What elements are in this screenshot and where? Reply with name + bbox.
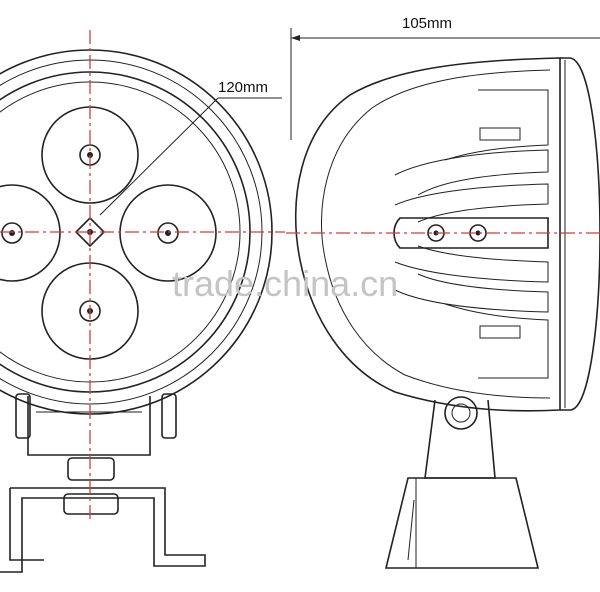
watermark-text: trade.china.cn xyxy=(172,263,398,304)
front-view xyxy=(0,30,285,573)
diameter-dimension-label: 120mm xyxy=(218,79,268,96)
led-left xyxy=(1,222,23,244)
side-cooling-fins xyxy=(394,89,549,379)
depth-arrow-left xyxy=(291,35,300,41)
diameter-leader-line xyxy=(99,97,219,216)
side-mount xyxy=(384,396,540,569)
side-view xyxy=(286,28,600,569)
side-housing-inner xyxy=(320,69,551,399)
side-center-bar xyxy=(393,217,549,249)
reflector-left xyxy=(0,184,61,282)
reflector-right xyxy=(119,184,217,282)
side-lens-edge xyxy=(560,57,600,411)
led-right xyxy=(157,222,179,244)
center-diamond xyxy=(74,216,106,248)
depth-dimension-label: 105mm xyxy=(402,15,452,32)
front-bracket xyxy=(0,393,206,573)
